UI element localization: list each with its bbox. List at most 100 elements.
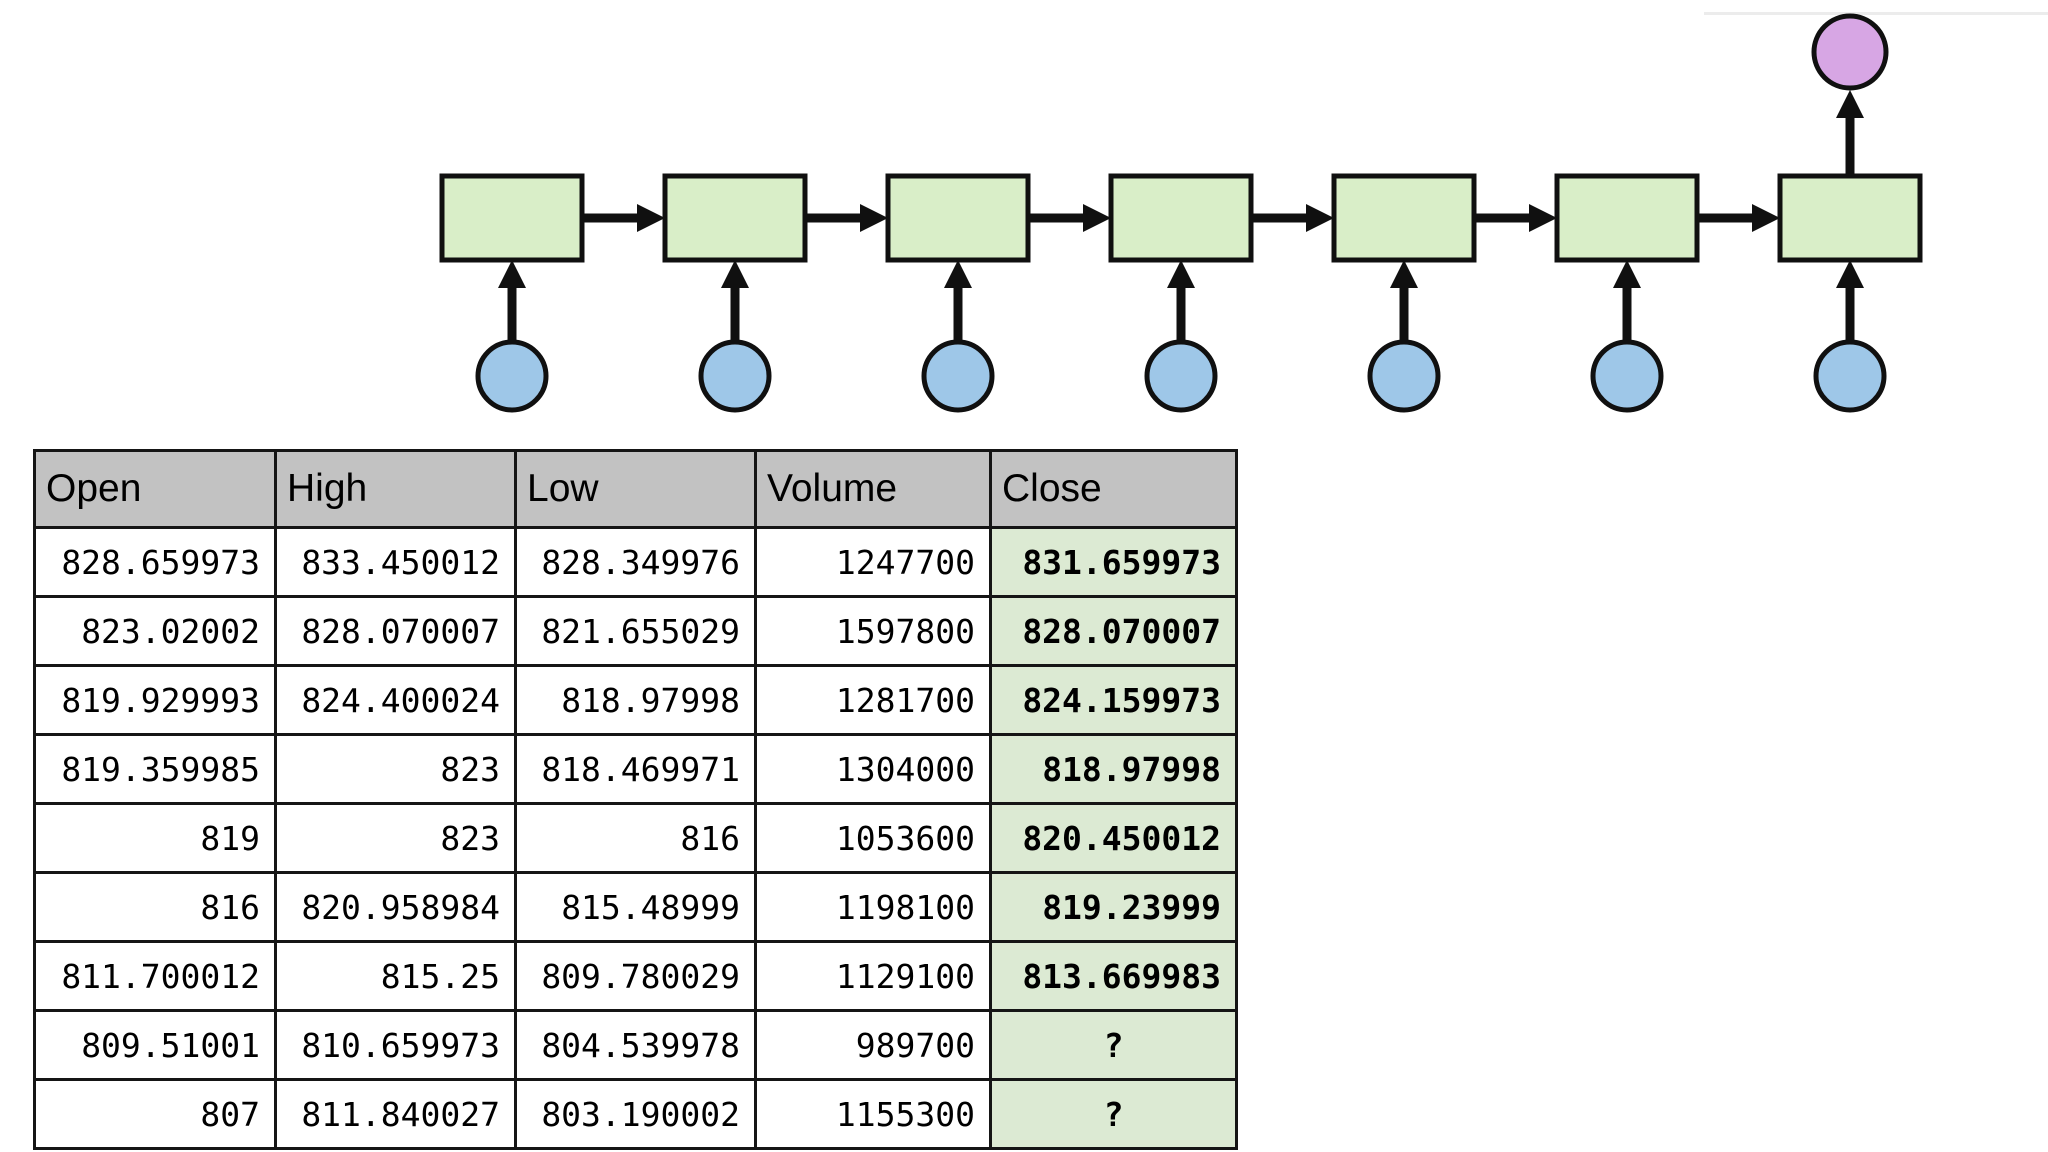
input-node [1590, 339, 1664, 413]
rnn-cell [1108, 173, 1254, 263]
input-node [475, 339, 549, 413]
cell-open: 809.51001 [33, 1009, 277, 1081]
cell-low: 818.97998 [514, 664, 757, 736]
input-arrow-head [1613, 260, 1641, 288]
recurrent-arrow [1251, 204, 1334, 232]
cell-low: 804.539978 [514, 1009, 757, 1081]
cell-low: 815.48999 [514, 871, 757, 943]
cell-close: 819.23999 [989, 871, 1238, 943]
input-arrow-head [1167, 260, 1195, 288]
cell-open: 816 [33, 871, 277, 943]
cell-open: 819 [33, 802, 277, 874]
cell-volume: 1053600 [754, 802, 992, 874]
cell-low: 809.780029 [514, 940, 757, 1012]
cell-open: 811.700012 [33, 940, 277, 1012]
column-header-close: Close [989, 449, 1238, 529]
recurrent-arrow [1697, 204, 1780, 232]
cell-volume: 1155300 [754, 1078, 992, 1150]
cell-volume: 1129100 [754, 940, 992, 1012]
input-arrow [721, 260, 749, 340]
cell-volume: 1304000 [754, 733, 992, 805]
column-header-high: High [274, 449, 517, 529]
cell-volume: 1198100 [754, 871, 992, 943]
input-arrow [1167, 260, 1195, 340]
cell-volume: 989700 [754, 1009, 992, 1081]
output-node [1811, 13, 1889, 91]
input-arrow [1613, 260, 1641, 340]
cell-open: 819.359985 [33, 733, 277, 805]
input-arrow [498, 260, 526, 340]
input-node [1813, 339, 1887, 413]
cell-open: 823.02002 [33, 595, 277, 667]
cell-low: 828.349976 [514, 526, 757, 598]
input-arrow-head [1390, 260, 1418, 288]
recurrent-arrow-head [1306, 204, 1334, 232]
cell-high: 810.659973 [274, 1009, 517, 1081]
diagram-nodes [475, 13, 1889, 413]
recurrent-arrow [805, 204, 888, 232]
recurrent-arrow [582, 204, 665, 232]
faint-crop-line [1704, 12, 2048, 15]
rnn-cell [1331, 173, 1477, 263]
cell-high: 811.840027 [274, 1078, 517, 1150]
input-node [921, 339, 995, 413]
cell-close: 820.450012 [989, 802, 1238, 874]
recurrent-arrow [1474, 204, 1557, 232]
recurrent-arrow [1028, 204, 1111, 232]
column-header-open: Open [33, 449, 277, 529]
cell-low: 816 [514, 802, 757, 874]
column-header-low: Low [514, 449, 757, 529]
cell-open: 828.659973 [33, 526, 277, 598]
cell-high: 828.070007 [274, 595, 517, 667]
cell-low: 821.655029 [514, 595, 757, 667]
rnn-cell [1554, 173, 1700, 263]
input-arrow-head [1836, 260, 1864, 288]
output-arrow-head [1836, 90, 1864, 118]
cell-open: 819.929993 [33, 664, 277, 736]
recurrent-arrow-head [1752, 204, 1780, 232]
recurrent-arrow-head [637, 204, 665, 232]
output-arrow [1836, 90, 1864, 176]
diagram-cells [439, 173, 1923, 263]
cell-low: 803.190002 [514, 1078, 757, 1150]
recurrent-arrow-head [1083, 204, 1111, 232]
rnn-unrolled-diagram [439, 13, 1923, 413]
input-arrow [944, 260, 972, 340]
input-node [1144, 339, 1218, 413]
cell-close: 813.669983 [989, 940, 1238, 1012]
rnn-cell [662, 173, 808, 263]
recurrent-arrow-head [1529, 204, 1557, 232]
input-arrow-head [498, 260, 526, 288]
input-node [1367, 339, 1441, 413]
recurrent-arrow-head [860, 204, 888, 232]
cell-high: 823 [274, 733, 517, 805]
cell-volume: 1247700 [754, 526, 992, 598]
cell-volume: 1597800 [754, 595, 992, 667]
cell-close: 828.070007 [989, 595, 1238, 667]
cell-open: 807 [33, 1078, 277, 1150]
diagram-arrows [498, 90, 1864, 340]
cell-close: ? [989, 1078, 1238, 1150]
cell-volume: 1281700 [754, 664, 992, 736]
cell-close: 818.97998 [989, 733, 1238, 805]
cell-high: 823 [274, 802, 517, 874]
cell-close: ? [989, 1009, 1238, 1081]
input-arrow [1836, 260, 1864, 340]
column-header-volume: Volume [754, 449, 992, 529]
cell-close: 831.659973 [989, 526, 1238, 598]
cell-low: 818.469971 [514, 733, 757, 805]
input-arrow-head [721, 260, 749, 288]
rnn-cell [439, 173, 585, 263]
cell-high: 833.450012 [274, 526, 517, 598]
